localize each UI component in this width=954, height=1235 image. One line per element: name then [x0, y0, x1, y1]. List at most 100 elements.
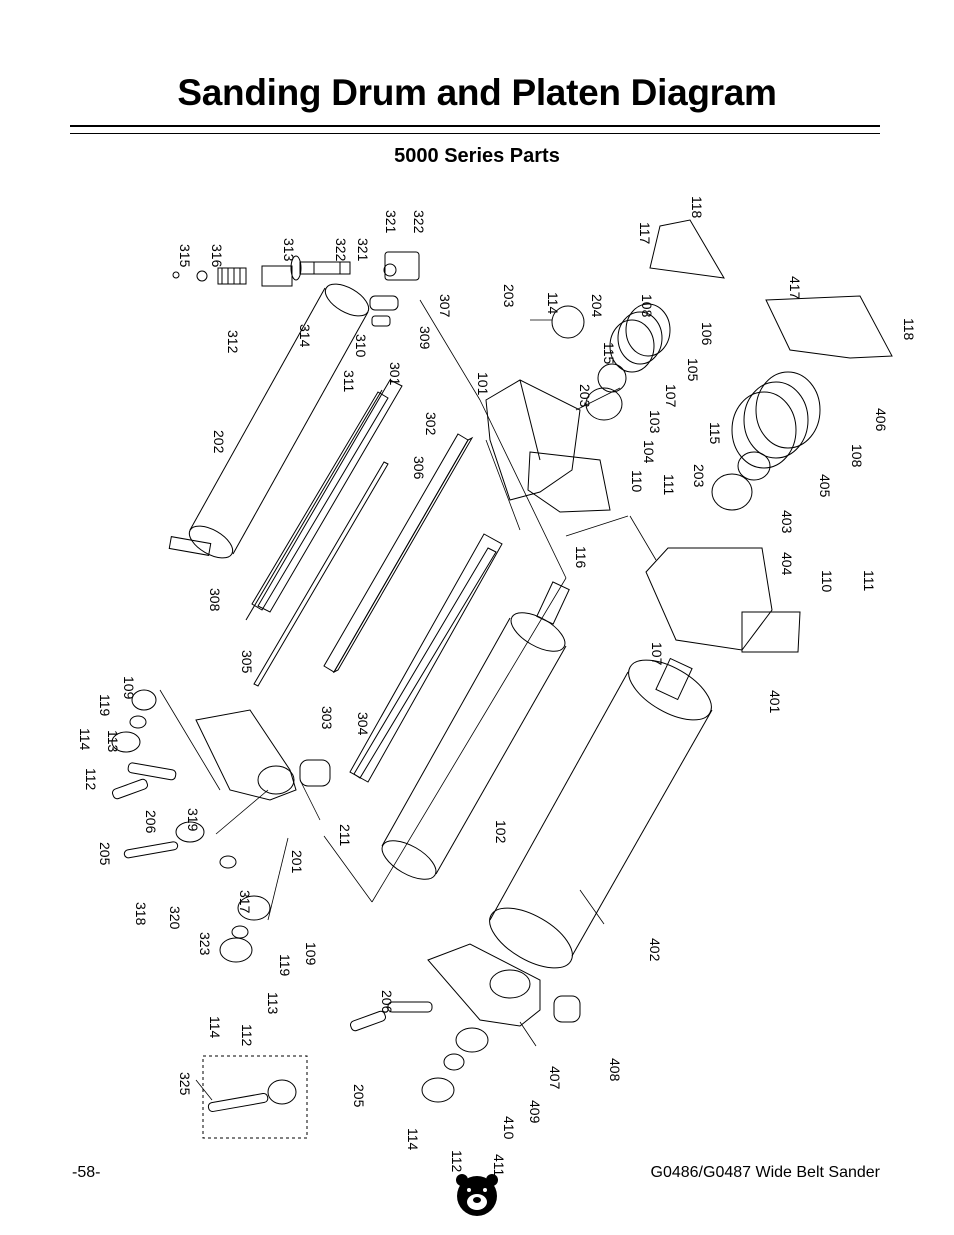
part-callout: 108 — [639, 294, 655, 318]
part-callout: 211 — [337, 824, 353, 847]
bracket-part — [369, 251, 420, 327]
part-callout: 308 — [207, 588, 223, 612]
title-rule-thick — [70, 125, 880, 127]
part-callout: 403 — [779, 510, 795, 534]
part-callout: 306 — [411, 456, 427, 480]
lower-drum-part — [381, 581, 570, 880]
part-callout: 304 — [355, 712, 371, 736]
part-callout: 113 — [265, 992, 281, 1015]
part-callout: 118 — [689, 196, 705, 219]
large-drum-part — [489, 657, 713, 969]
part-callout: 114 — [77, 728, 93, 751]
part-callout: 409 — [527, 1100, 543, 1124]
part-callout: 112 — [239, 1024, 255, 1047]
part-callout: 315 — [177, 244, 193, 268]
part-callout: 411 — [491, 1154, 507, 1177]
belt-cover-part — [649, 219, 893, 359]
part-callout: 203 — [691, 464, 707, 488]
lower-bracket-plate-part — [427, 943, 581, 1027]
part-callout: 113 — [105, 730, 121, 753]
part-callout: 114 — [545, 292, 561, 315]
page-number: -58- — [72, 1164, 101, 1181]
part-callout: 325 — [177, 1072, 193, 1096]
part-callout: 407 — [547, 1066, 563, 1090]
part-callout: 111 — [661, 474, 677, 495]
part-callout: 402 — [647, 938, 663, 962]
part-callout: 206 — [143, 810, 159, 834]
part-callout: 205 — [97, 842, 113, 866]
part-callout: 406 — [873, 408, 889, 432]
part-callout: 107 — [649, 642, 665, 666]
spring-assembly — [172, 255, 351, 287]
part-callout: 314 — [297, 324, 313, 348]
part-callout: 108 — [849, 444, 865, 468]
part-callout: 309 — [417, 326, 433, 350]
part-callout: 313 — [281, 238, 297, 262]
rail-part — [245, 379, 403, 621]
part-callout: 320 — [167, 906, 183, 930]
part-callout: 204 — [589, 294, 605, 318]
platen-frame-part — [349, 533, 503, 783]
part-callout: 322 — [333, 238, 349, 262]
part-callout: 312 — [225, 330, 241, 354]
small-hardware-part — [111, 689, 489, 1103]
part-callout: 107 — [663, 384, 679, 408]
part-callout: 322 — [411, 210, 427, 234]
platen-part — [323, 433, 474, 674]
part-callout: 205 — [351, 1084, 367, 1108]
part-callout: 109 — [121, 676, 137, 700]
part-callout: 102 — [493, 820, 509, 844]
part-callout: 323 — [197, 932, 213, 956]
page-title: Sanding Drum and Platen Diagram — [177, 72, 777, 113]
part-callout: 202 — [211, 430, 227, 454]
part-callout: 101 — [475, 372, 491, 396]
title-rule-thin — [70, 133, 880, 134]
part-callout: 307 — [437, 294, 453, 318]
part-callout: 310 — [353, 334, 369, 358]
bracket-plate-part — [195, 709, 331, 801]
part-callout: 319 — [185, 808, 201, 832]
part-callout: 112 — [449, 1150, 465, 1173]
part-callout: 116 — [573, 546, 589, 569]
lower-housing-part — [645, 547, 801, 653]
part-callout: 201 — [289, 850, 305, 874]
part-callout: 117 — [637, 222, 653, 245]
part-callout: 404 — [779, 552, 795, 576]
diagram-subtitle: 5000 Series Parts — [394, 145, 560, 167]
part-callout: 405 — [817, 474, 833, 498]
part-callout: 103 — [647, 410, 663, 434]
upper-drum-part — [168, 261, 370, 559]
part-callout: 303 — [319, 706, 335, 730]
part-callout: 109 — [303, 942, 319, 966]
part-callout: 321 — [355, 238, 371, 262]
bearing-part — [551, 305, 753, 511]
part-callout: 417 — [787, 276, 803, 300]
part-callout: 115 — [707, 422, 723, 445]
part-callout: 110 — [629, 470, 645, 493]
part-callout: 112 — [83, 768, 99, 791]
part-callout: 302 — [423, 412, 439, 436]
part-callout: 119 — [277, 954, 293, 977]
part-callout: 119 — [97, 694, 113, 717]
part-callout: 104 — [641, 440, 657, 464]
part-callout: 318 — [133, 902, 149, 926]
part-callout: 203 — [501, 284, 517, 308]
pulley-part — [609, 303, 821, 481]
product-name: G0486/G0487 Wide Belt Sander — [650, 1164, 880, 1181]
part-callout: 317 — [237, 890, 253, 914]
leader-lines — [159, 299, 657, 1101]
part-callout: 111 — [861, 570, 877, 591]
part-callout: 410 — [501, 1116, 517, 1140]
part-callout: 114 — [207, 1016, 223, 1039]
part-callout: 408 — [607, 1058, 623, 1082]
grizzly-bear-icon — [456, 1174, 498, 1216]
part-callout: 114 — [405, 1128, 421, 1151]
housing-part — [485, 379, 611, 513]
part-callout: 321 — [383, 210, 399, 234]
part-callout: 115 — [601, 342, 617, 365]
part-callout: 203 — [577, 384, 593, 408]
part-callout: 301 — [387, 362, 403, 386]
part-callout: 105 — [685, 358, 701, 382]
